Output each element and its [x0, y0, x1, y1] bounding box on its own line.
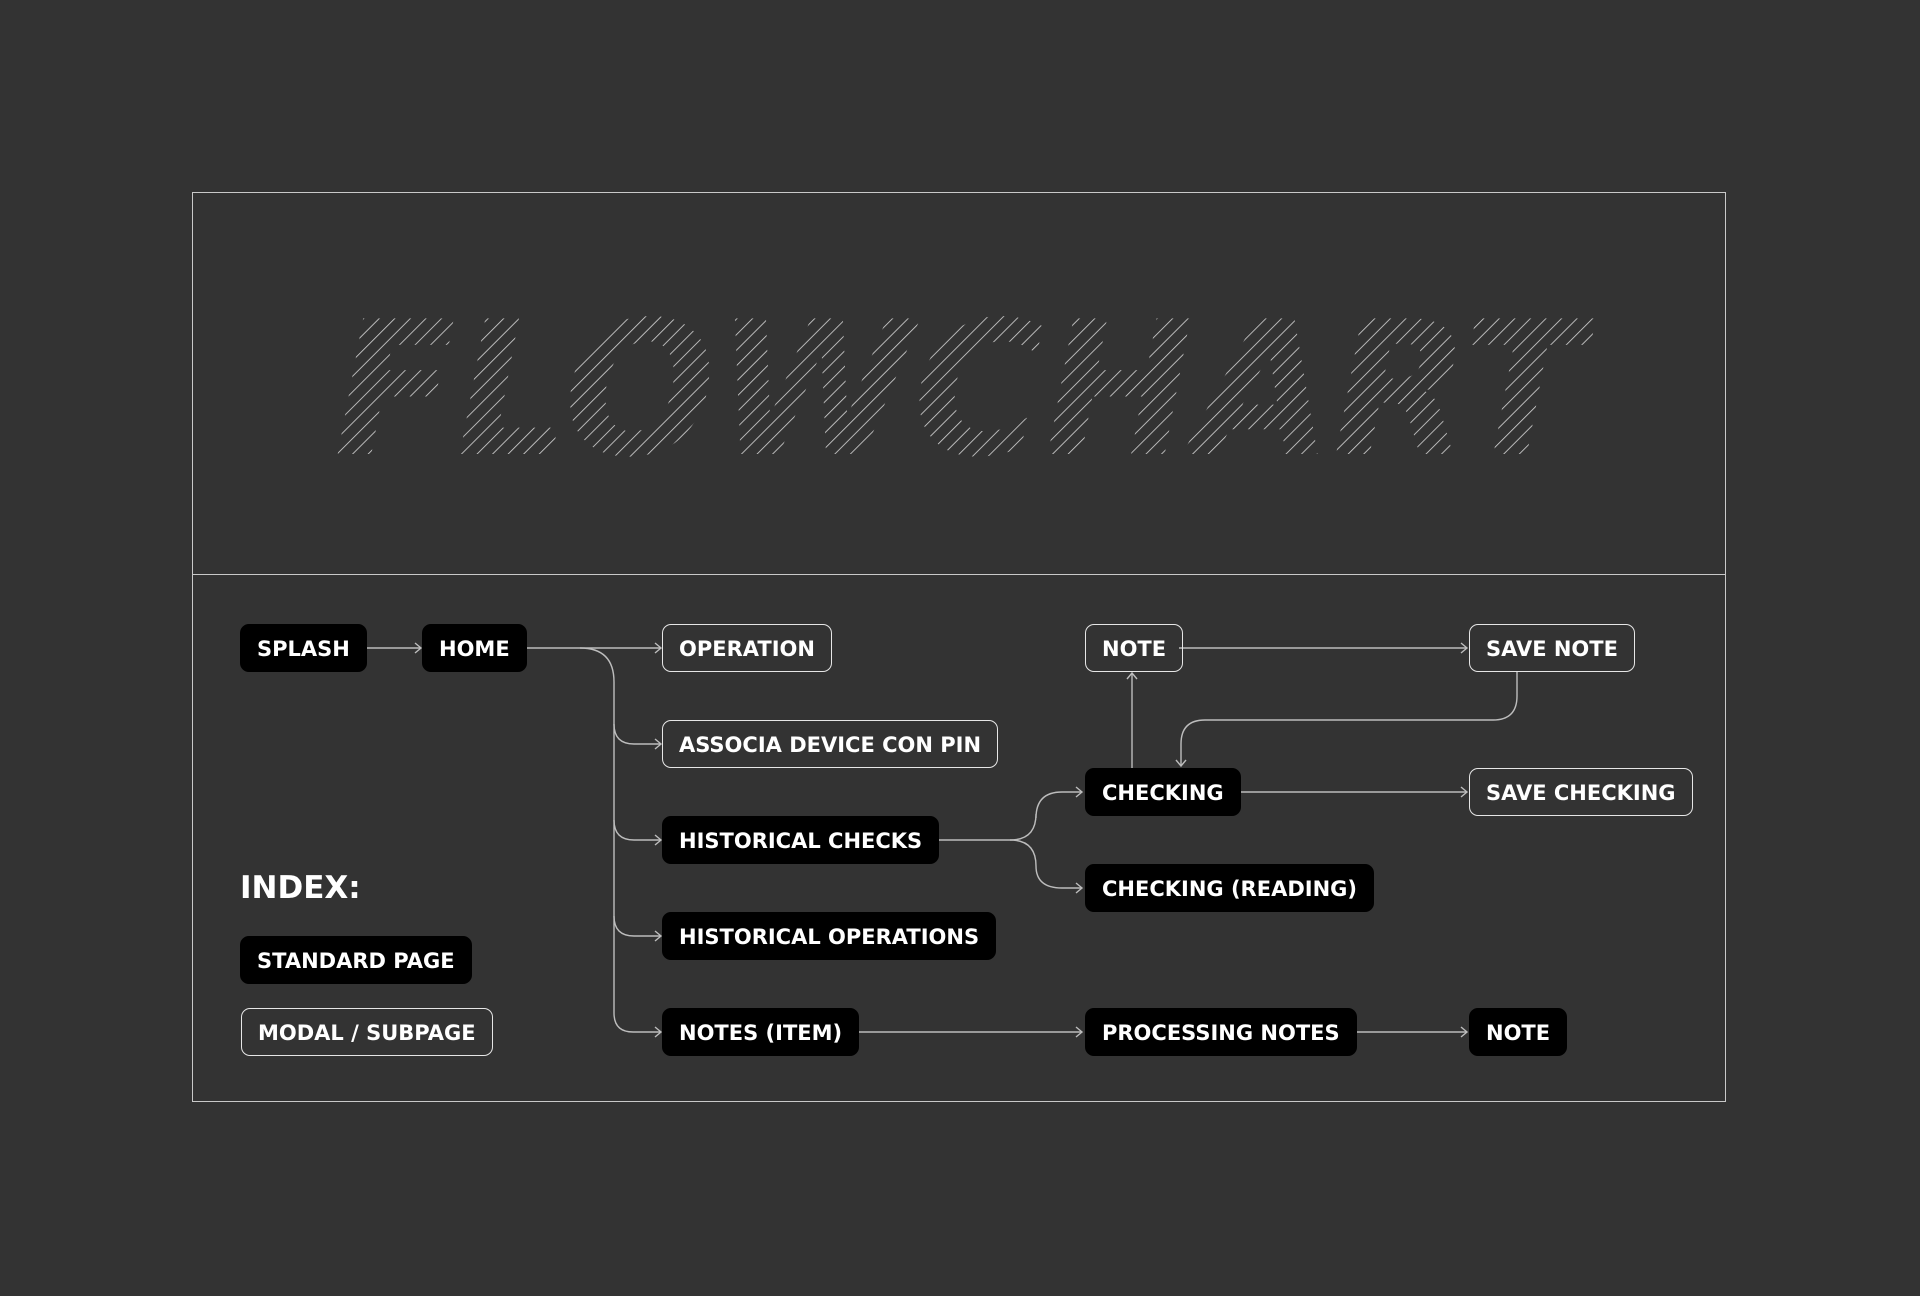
node-operation: OPERATION	[662, 624, 832, 672]
node-save-checking: SAVE CHECKING	[1469, 768, 1693, 816]
flowchart-frame	[192, 192, 1726, 1102]
node-home: HOME	[422, 624, 527, 672]
node-checking: CHECKING	[1085, 768, 1241, 816]
index-title: INDEX:	[240, 870, 361, 906]
node-save-note: SAVE NOTE	[1469, 624, 1635, 672]
node-note-bottom: NOTE	[1469, 1008, 1568, 1056]
node-processing-notes: PROCESSING NOTES	[1085, 1008, 1357, 1056]
node-historical-operations: HISTORICAL OPERATIONS	[662, 912, 997, 960]
node-checking-reading: CHECKING (READING)	[1085, 864, 1374, 912]
legend-standard-page: STANDARD PAGE	[240, 936, 472, 984]
node-associa-device: ASSOCIA DEVICE CON PIN	[662, 720, 999, 768]
node-note-top: NOTE	[1085, 624, 1184, 672]
node-notes-item: NOTES (ITEM)	[662, 1008, 860, 1056]
node-splash: SPLASH	[240, 624, 367, 672]
title-banner: FLOWCHART	[334, 281, 1597, 498]
flowchart-title: FLOWCHART	[334, 281, 1597, 498]
frame-divider	[192, 574, 1726, 575]
legend-modal-subpage: MODAL / SUBPAGE	[241, 1008, 493, 1056]
node-historical-checks: HISTORICAL CHECKS	[662, 816, 940, 864]
